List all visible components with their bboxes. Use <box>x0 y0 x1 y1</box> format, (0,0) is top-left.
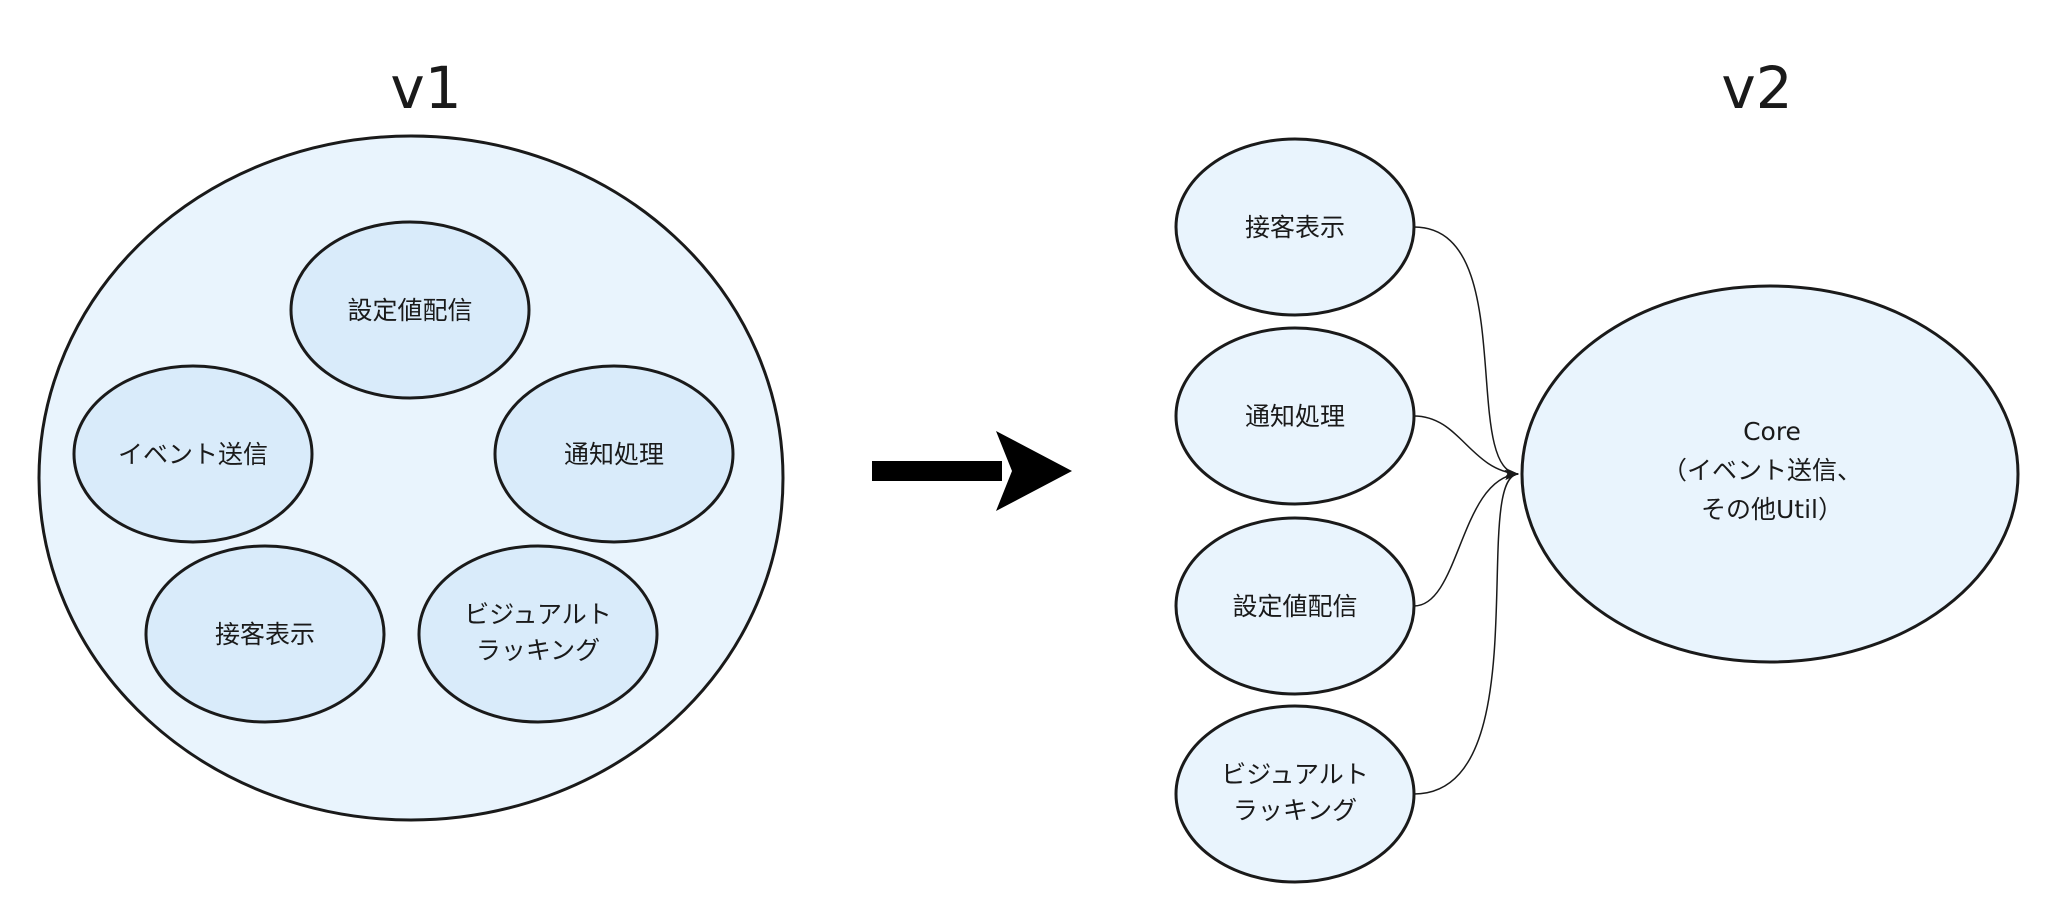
v2-module-visual-tracking-label-line1: ビジュアルト <box>1221 760 1369 789</box>
v1-title: v1 <box>390 54 461 122</box>
v2-module-visual-tracking: ビジュアルト ラッキング <box>1174 704 1416 884</box>
v2-core: Core （イベント送信、 その他Util） <box>1520 284 2020 664</box>
v2-module-visual-tracking-label-line2: ラッキング <box>1233 796 1357 825</box>
v1-module-visual-tracking: ビジュアルト ラッキング <box>417 544 659 724</box>
v2-core-label-line2: （イベント送信、 <box>1662 456 1862 485</box>
v1-module-event-sending-label: イベント送信 <box>118 440 268 469</box>
v1-module-notification-label: 通知処理 <box>564 440 664 469</box>
v1-module-visual-tracking-label-line2: ラッキング <box>476 636 600 665</box>
v2-title: v2 <box>1721 54 1792 122</box>
v2-module-notification: 通知処理 <box>1174 326 1416 506</box>
connector-customer-display-to-core <box>1413 226 1519 479</box>
v2-module-customer-display-label: 接客表示 <box>1245 213 1345 242</box>
v1-module-settings-delivery-label: 設定値配信 <box>347 296 472 325</box>
v1-module-settings-delivery: 設定値配信 <box>289 220 531 400</box>
connector-visual-tracking-to-core <box>1413 470 1519 795</box>
v1-module-event-sending: イベント送信 <box>72 364 314 544</box>
v2-module-settings-delivery-label: 設定値配信 <box>1232 592 1357 621</box>
v2-core-label-line1: Core <box>1743 417 1801 446</box>
v2-module-settings-delivery: 設定値配信 <box>1174 516 1416 696</box>
v1-module-notification: 通知処理 <box>493 364 735 544</box>
v2-module-customer-display: 接客表示 <box>1174 137 1416 317</box>
v2-core-label-line3: その他Util） <box>1701 495 1843 524</box>
connector-settings-delivery-to-core <box>1413 469 1519 607</box>
connector-notification-to-core <box>1413 415 1519 478</box>
transition-arrow <box>872 431 1072 511</box>
v1-module-visual-tracking-label-line1: ビジュアルト <box>464 600 612 629</box>
v2-module-notification-label: 通知処理 <box>1245 402 1345 431</box>
v1-module-customer-display: 接客表示 <box>144 544 386 724</box>
v1-module-customer-display-label: 接客表示 <box>215 620 315 649</box>
